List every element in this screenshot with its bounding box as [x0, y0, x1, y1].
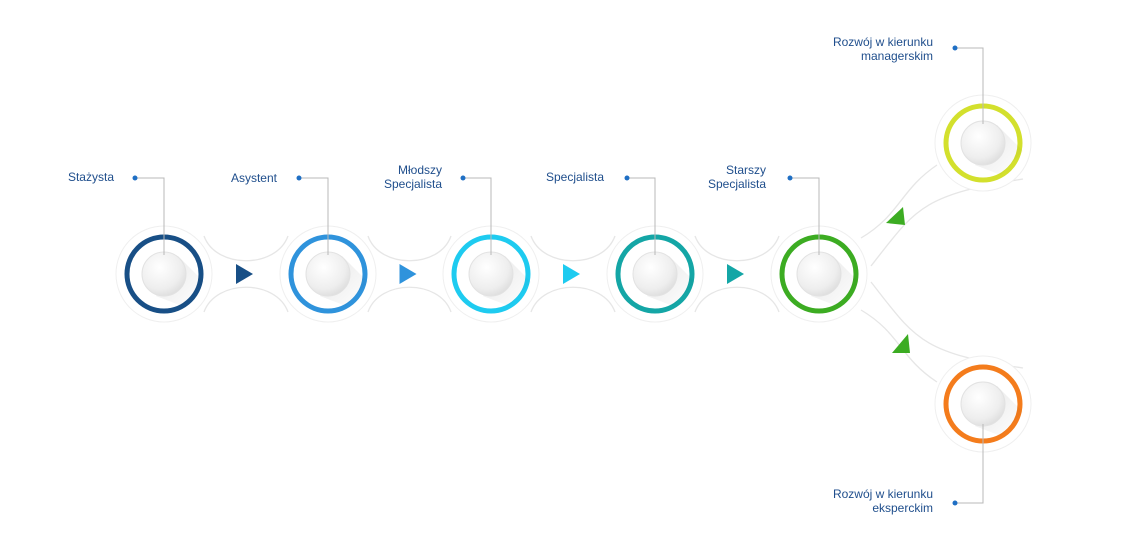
leader-starszy [787, 175, 820, 255]
arrows [236, 207, 910, 353]
node-knob [141, 251, 187, 297]
leader-line [299, 177, 329, 255]
leader-dot [296, 175, 302, 181]
leader-stazysta [132, 175, 165, 255]
leader-dot [952, 500, 958, 506]
stage-node-5 [770, 225, 868, 323]
node-knob [305, 251, 351, 297]
leader-line [627, 177, 656, 255]
leader-line [135, 177, 165, 255]
leader-dot [460, 175, 466, 181]
leader-dot [132, 175, 138, 181]
leader-line [955, 47, 984, 124]
arrow-up-right-icon [886, 207, 905, 225]
branch-node-1 [934, 94, 1032, 192]
leader-dot [952, 45, 958, 51]
arrow-right-icon [399, 264, 417, 284]
node-knob [796, 251, 842, 297]
arrow-right-icon [727, 264, 744, 284]
arrow-down-right-icon [892, 334, 910, 353]
stage-label-specjalista: Specjalista [545, 170, 604, 184]
track-bottom [694, 286, 780, 313]
track-bottom [367, 286, 452, 313]
leader-line [463, 177, 492, 255]
track-top [530, 235, 616, 262]
leader-line [955, 424, 984, 504]
leader-dot [787, 175, 793, 181]
node-knob [468, 251, 514, 297]
stage-nodes [115, 94, 1032, 453]
branch-node-2 [934, 355, 1032, 453]
track-bottom [203, 286, 289, 313]
stage-label-asystent: Asystent [230, 171, 277, 185]
leader-line [790, 177, 820, 255]
node-knob [632, 251, 678, 297]
leader-ekspercki [952, 424, 984, 506]
node-knob [960, 381, 1006, 427]
leader-dot [624, 175, 630, 181]
stage-node-4 [606, 225, 704, 323]
branch-label-ekspercki: Rozwój w kierunku eksperckim [832, 487, 933, 515]
node-knob [960, 120, 1006, 166]
stage-label-stazysta: Stażysta [67, 170, 114, 184]
leader-mlodszy [460, 175, 492, 255]
branch-track-up-outer [860, 164, 938, 239]
track-top [367, 235, 452, 262]
track-top [203, 235, 289, 262]
stage-node-2 [279, 225, 377, 323]
branch-label-managerski: Rozwój w kierunku managerskim [832, 35, 933, 63]
leader-specjalista [624, 175, 656, 255]
stage-label-starszy-specjalista: Starszy Specjalista [707, 163, 766, 191]
stage-node-3 [442, 225, 540, 323]
leader-asystent [296, 175, 329, 255]
stage-label-mlodszy-specjalista: Młodszy Specjalista [383, 163, 442, 191]
arrow-right-icon [236, 264, 253, 284]
arrow-right-icon [563, 264, 580, 284]
leader-managerski [952, 45, 984, 124]
track-bottom [530, 286, 616, 313]
track-top [694, 235, 780, 262]
label-leaders [132, 45, 984, 506]
branch-track-down-inner [870, 281, 1024, 369]
